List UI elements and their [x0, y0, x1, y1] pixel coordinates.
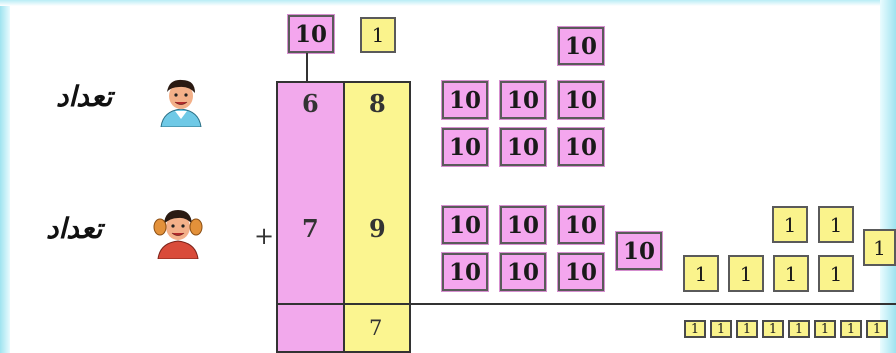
- ones-block: 1: [772, 206, 808, 243]
- tens-block: 10: [441, 80, 489, 120]
- sum-ones-block: 1: [710, 320, 732, 338]
- tens-block: 10: [557, 80, 605, 120]
- tens-block: 10: [557, 127, 605, 167]
- ones-block: 1: [863, 229, 896, 266]
- sum-ones-digit: 7: [369, 316, 383, 340]
- sum-ones-block: 1: [762, 320, 784, 338]
- ones-header-label: 1: [371, 23, 385, 47]
- tens-block: 10: [441, 252, 489, 292]
- girl-avatar: [153, 210, 203, 259]
- tens-block: 10: [499, 80, 547, 120]
- row1-label: تعداد: [56, 80, 113, 113]
- row2-label: تعداد: [46, 212, 103, 245]
- tens-block: 10: [441, 127, 489, 167]
- frame-right-edge: [880, 0, 896, 353]
- tens-header-block: 10: [287, 14, 335, 54]
- ones-column: [343, 81, 411, 353]
- tens-header-connector: [306, 53, 308, 81]
- sum-ones-block: 1: [788, 320, 810, 338]
- tens-block: 10: [557, 205, 605, 245]
- row1-ones-digit: 8: [369, 89, 386, 118]
- sum-line: [276, 303, 896, 305]
- tens-block: 10: [499, 205, 547, 245]
- ones-header-block: 1: [360, 17, 396, 53]
- row2-ones-digit: 9: [369, 214, 386, 243]
- regrouped-tens-block: 10: [615, 231, 663, 271]
- tens-block: 10: [557, 26, 605, 66]
- tens-block: 10: [499, 127, 547, 167]
- ones-block: 1: [818, 206, 854, 243]
- row2-tens-digit: 7: [302, 214, 319, 243]
- sum-ones-block: 1: [684, 320, 706, 338]
- sum-ones-block: 1: [840, 320, 862, 338]
- plus-operator: +: [254, 222, 275, 250]
- tens-column: [276, 81, 343, 353]
- frame-left-edge: [0, 0, 10, 353]
- ones-block: 1: [683, 255, 719, 292]
- ones-block: 1: [818, 255, 854, 292]
- tens-header-label: 10: [294, 20, 327, 48]
- sum-ones-block: 1: [866, 320, 888, 338]
- tens-block: 10: [499, 252, 547, 292]
- sum-ones-block: 1: [736, 320, 758, 338]
- boy-avatar: [160, 79, 202, 127]
- tens-block: 10: [557, 252, 605, 292]
- sum-ones-block: 1: [814, 320, 836, 338]
- ones-block: 1: [773, 255, 809, 292]
- row1-tens-digit: 6: [302, 89, 319, 118]
- tens-block: 10: [441, 205, 489, 245]
- ones-block: 1: [728, 255, 764, 292]
- frame-top-edge: [0, 0, 896, 6]
